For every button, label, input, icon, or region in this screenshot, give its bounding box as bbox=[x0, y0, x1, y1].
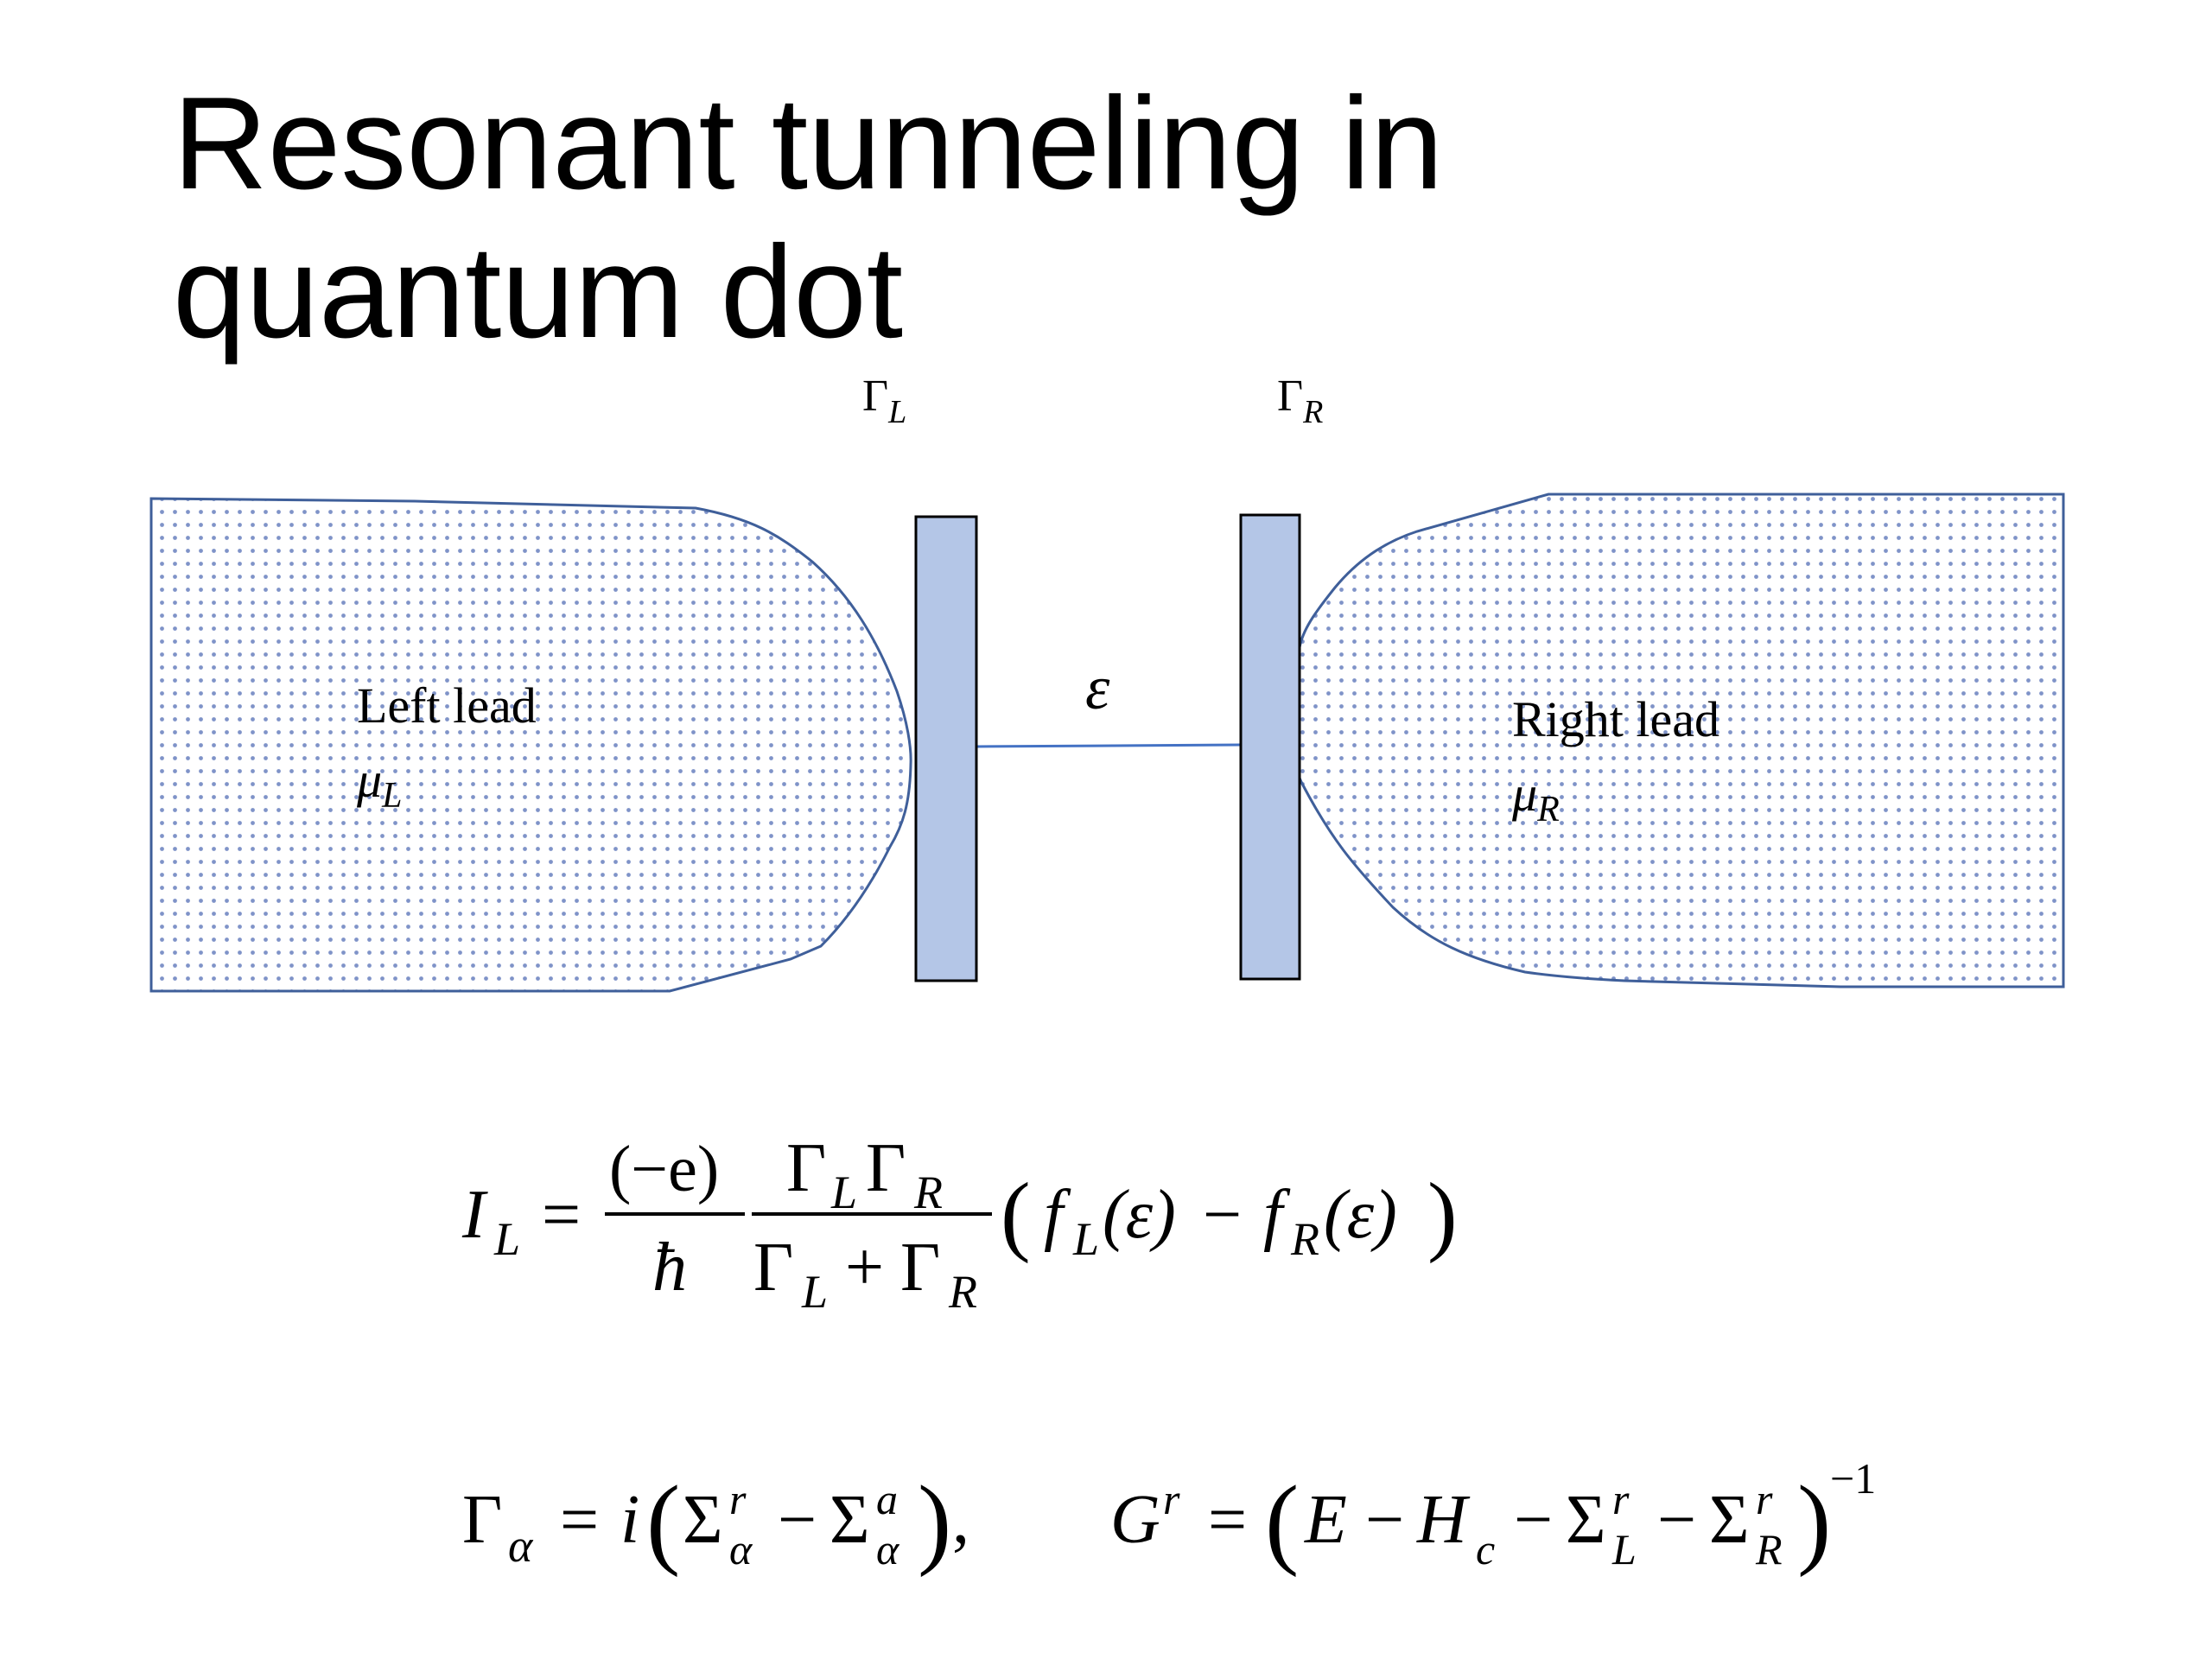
gamma-def-sigma-2-sub: α bbox=[876, 1525, 900, 1573]
fermi-right-subscript: R bbox=[1290, 1213, 1319, 1265]
green-minus-2: − bbox=[1514, 1482, 1553, 1558]
gamma-def-equals: = bbox=[560, 1482, 599, 1558]
green-minus-1: − bbox=[1365, 1482, 1404, 1558]
gamma-def-i: i bbox=[620, 1482, 639, 1558]
gamma-sum-s2: R bbox=[948, 1266, 977, 1318]
dot-energy-label: ε bbox=[1085, 653, 1110, 722]
mu-left-subscript: L bbox=[381, 776, 402, 816]
left-lead-chemical-potential: μL bbox=[356, 752, 402, 816]
gamma-def-lhs: Γ bbox=[462, 1482, 502, 1558]
dot-level-line bbox=[976, 743, 1242, 748]
fermi-left-subscript: L bbox=[1072, 1213, 1099, 1265]
green-minus-3: − bbox=[1657, 1482, 1696, 1558]
fermi-left-f: f bbox=[1044, 1177, 1071, 1253]
gamma-left-label: ΓL bbox=[862, 372, 906, 430]
gamma-right-symbol: Γ bbox=[1277, 372, 1303, 421]
mu-left-symbol: μ bbox=[356, 752, 382, 808]
gamma-definition-equation: Γ α = i ( Σ r α − Σ a α ) , bbox=[462, 1465, 969, 1578]
current-close-paren: ) bbox=[1427, 1165, 1458, 1264]
gamma-def-open-paren: ( bbox=[646, 1465, 680, 1578]
gamma-def-minus: − bbox=[778, 1482, 817, 1558]
gamma-left-symbol: Γ bbox=[862, 372, 888, 421]
green-exponent: −1 bbox=[1830, 1454, 1876, 1503]
gamma-sum-g2: Γ bbox=[900, 1230, 940, 1306]
green-sigma-R: Σ bbox=[1709, 1482, 1750, 1558]
green-sigma-L: Σ bbox=[1566, 1482, 1606, 1558]
slide-title-line-1: Resonant tunneling in bbox=[173, 70, 1444, 217]
right-lead-name: Right lead bbox=[1512, 691, 1719, 747]
gamma-product-s2: R bbox=[913, 1166, 943, 1218]
right-lead-region bbox=[1287, 493, 2065, 988]
green-sigma-L-sub: L bbox=[1611, 1525, 1637, 1573]
current-equals: = bbox=[542, 1177, 581, 1253]
fermi-right-f: f bbox=[1263, 1177, 1291, 1253]
mu-right-symbol: μ bbox=[1511, 766, 1537, 822]
gamma-right-label: ΓR bbox=[1277, 372, 1323, 430]
gamma-def-close-paren: ) bbox=[918, 1465, 951, 1578]
green-equals: = bbox=[1208, 1482, 1247, 1558]
gamma-right-subscript: R bbox=[1302, 394, 1323, 430]
green-E: E bbox=[1304, 1482, 1347, 1558]
gamma-def-sigma-1: Σ bbox=[683, 1482, 723, 1558]
green-lhs: G bbox=[1110, 1482, 1160, 1558]
gamma-sum-plus: + bbox=[845, 1230, 884, 1306]
current-minus: − bbox=[1203, 1177, 1242, 1253]
current-lhs: I bbox=[461, 1177, 488, 1253]
mu-right-subscript: R bbox=[1536, 790, 1560, 830]
gamma-def-sigma-2: Σ bbox=[830, 1482, 870, 1558]
green-open-paren: ( bbox=[1265, 1465, 1299, 1578]
green-H: H bbox=[1416, 1482, 1471, 1558]
gamma-sum-s1: L bbox=[801, 1266, 828, 1318]
gamma-left-subscript: L bbox=[887, 394, 906, 430]
green-H-sub: c bbox=[1476, 1525, 1495, 1573]
green-sigma-R-sup: r bbox=[1756, 1475, 1773, 1523]
green-function-equation: G r = ( E − H c − Σ r L − Σ r R ) −1 bbox=[1110, 1454, 1876, 1578]
left-barrier bbox=[914, 515, 978, 982]
right-barrier bbox=[1239, 513, 1301, 981]
current-lhs-subscript: L bbox=[493, 1213, 520, 1265]
gamma-product-s1: L bbox=[830, 1166, 857, 1218]
gamma-def-sigma-1-sub: α bbox=[729, 1525, 753, 1573]
green-sigma-R-sub: R bbox=[1755, 1525, 1783, 1573]
slide-title-line-2: quantum dot bbox=[173, 219, 904, 365]
gamma-product-g2: Γ bbox=[866, 1130, 906, 1206]
gamma-def-comma: , bbox=[952, 1482, 969, 1558]
gamma-def-sigma-2-sup: a bbox=[876, 1475, 898, 1523]
slide-title: Resonant tunneling in quantum dot bbox=[173, 69, 1901, 366]
green-sigma-L-sup: r bbox=[1612, 1475, 1630, 1523]
current-equation: I L = (−e) ħ Γ L Γ R Γ L + Γ R ( f L (ε)… bbox=[461, 1130, 1458, 1318]
prefactor-numerator: (−e) bbox=[609, 1133, 719, 1205]
gamma-product-g1: Γ bbox=[786, 1130, 826, 1206]
green-close-paren: ) bbox=[1797, 1465, 1831, 1578]
fermi-right-argument: (ε) bbox=[1324, 1177, 1397, 1253]
left-lead-region bbox=[149, 497, 912, 993]
right-lead-chemical-potential: μR bbox=[1511, 766, 1560, 830]
green-lhs-sup: r bbox=[1163, 1475, 1180, 1523]
left-lead-name: Left lead bbox=[357, 677, 537, 734]
current-open-paren: ( bbox=[1001, 1165, 1031, 1264]
prefactor-denominator: ħ bbox=[652, 1230, 687, 1306]
fermi-left-argument: (ε) bbox=[1103, 1177, 1176, 1253]
gamma-def-lhs-subscript: α bbox=[508, 1520, 534, 1572]
gamma-def-sigma-1-sup: r bbox=[729, 1475, 747, 1523]
gamma-sum-g1: Γ bbox=[753, 1230, 793, 1306]
